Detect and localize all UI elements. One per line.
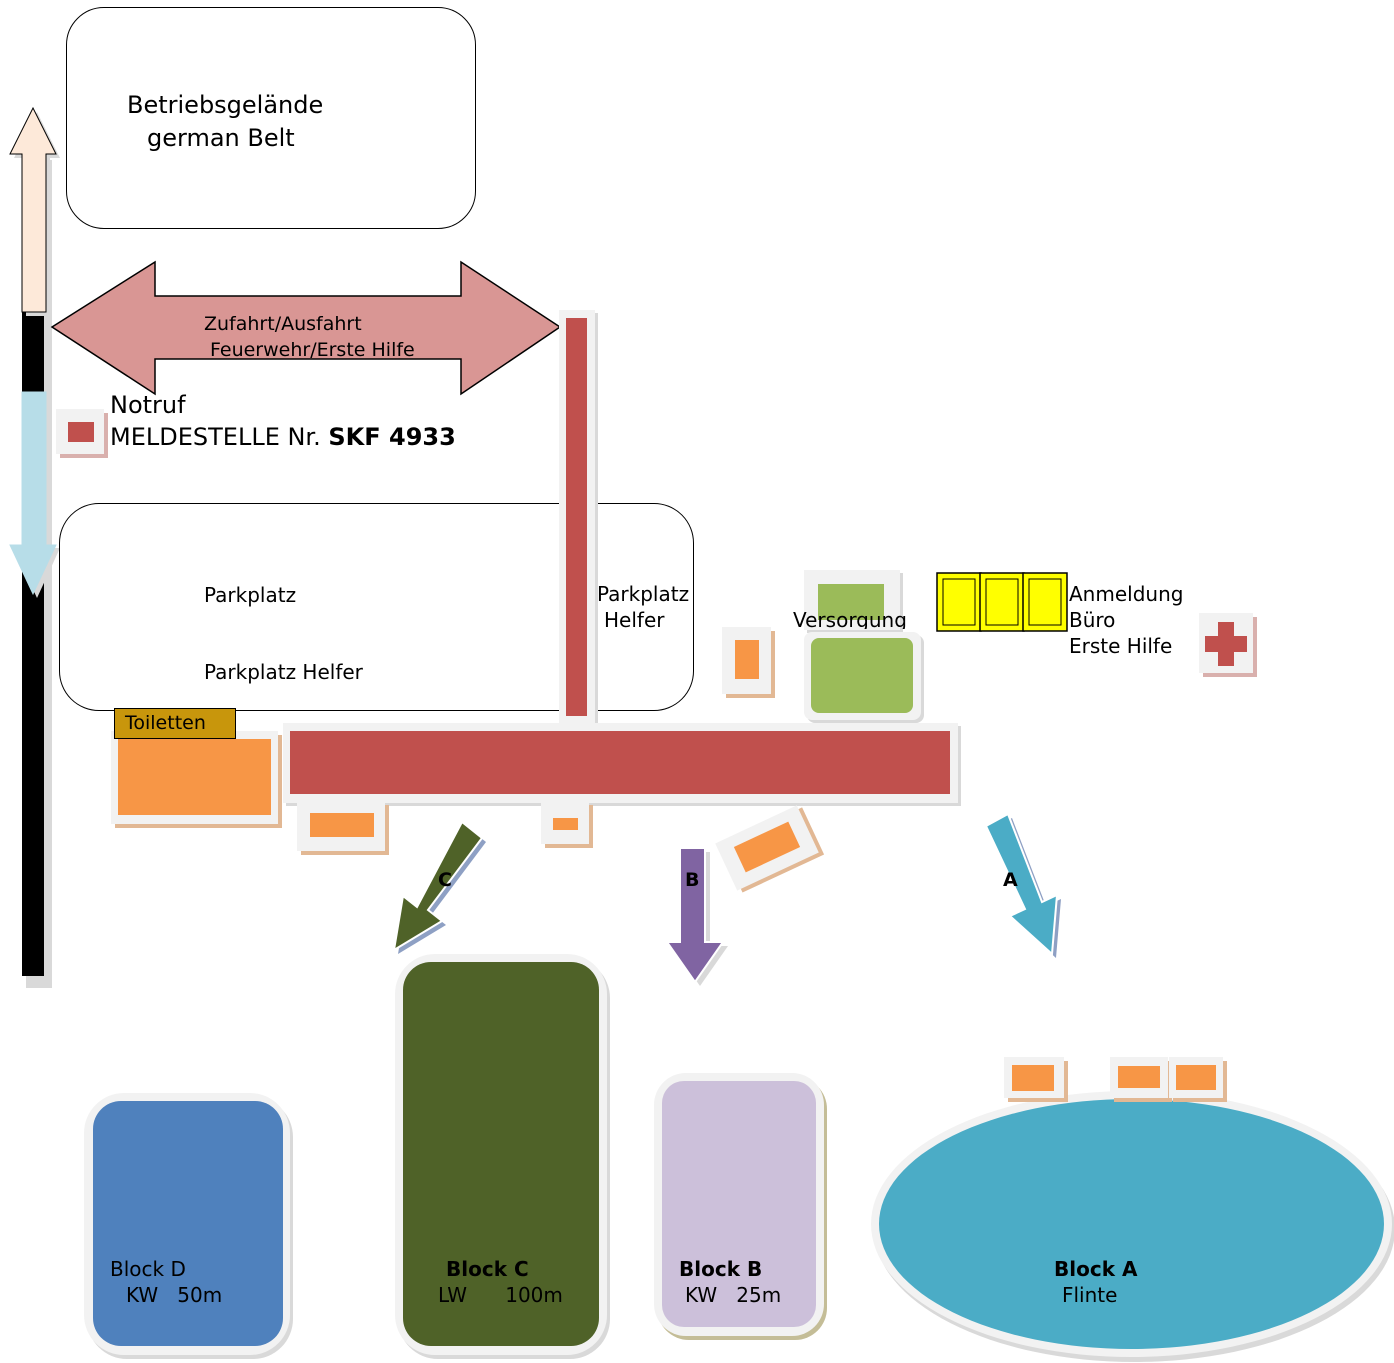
- block-b: [662, 1081, 816, 1327]
- registration-booth-1: [936, 572, 982, 632]
- site-title-line1: Betriebsgelände: [127, 91, 324, 119]
- supply-main: [811, 638, 913, 713]
- toilet-label: Toiletten: [114, 708, 236, 739]
- parking-helper-side-line2: Helfer: [604, 608, 665, 632]
- access-road-vertical: [566, 318, 587, 716]
- site-building-outline: [66, 7, 476, 229]
- emergency-label-prefix: MELDESTELLE Nr.: [110, 423, 329, 451]
- block-c-name: Block C: [446, 1257, 529, 1281]
- registration-label-line2: Büro: [1069, 608, 1116, 632]
- supply-small: [818, 584, 884, 620]
- block-d-detail: KW 50m: [126, 1283, 223, 1307]
- block-b-detail: KW 25m: [685, 1283, 782, 1307]
- access-label-line1: Zufahrt/Ausfahrt: [204, 313, 362, 335]
- block-a-hut-2: [1118, 1066, 1160, 1088]
- arrow-b-icon: [665, 847, 728, 986]
- access-label-line2: Feuerwehr/Erste Hilfe: [210, 339, 415, 361]
- parking-helper-side-line1: Parkplatz: [597, 582, 690, 606]
- block-a-hut-1: [1012, 1065, 1054, 1091]
- main-road: [290, 731, 950, 794]
- toilet-building: [118, 739, 271, 815]
- down-arrow-icon: [9, 391, 60, 598]
- site-title-line2: german Belt: [147, 124, 295, 152]
- emergency-label-line1: Notruf: [110, 391, 186, 419]
- block-a-hut-3: [1176, 1065, 1216, 1090]
- arrow-c-label: C: [438, 869, 452, 891]
- registration-booth-3: [1022, 572, 1068, 632]
- emergency-marker-icon: [68, 422, 94, 442]
- block-d-name: Block D: [110, 1257, 186, 1281]
- emergency-code: SKF 4933: [328, 423, 456, 451]
- arrow-b-label: B: [685, 869, 700, 891]
- block-a-detail: Flinte: [1062, 1283, 1118, 1307]
- hut-2: [553, 818, 578, 830]
- hut-4: [735, 640, 759, 679]
- registration-label-line3: Erste Hilfe: [1069, 634, 1173, 658]
- block-d: [93, 1101, 283, 1346]
- up-arrow-icon: [9, 106, 60, 316]
- block-b-name: Block B: [679, 1257, 763, 1281]
- registration-booth-2: [979, 572, 1025, 632]
- arrow-c-icon: [392, 820, 486, 954]
- emergency-label-line2: MELDESTELLE Nr. SKF 4933: [110, 422, 456, 452]
- block-c: [403, 962, 599, 1346]
- arrow-a-label: A: [1003, 869, 1018, 891]
- supply-label: Versorgung: [793, 608, 907, 629]
- block-a-name: Block A: [1054, 1257, 1138, 1281]
- arrow-a-icon: [984, 812, 1061, 958]
- registration-label-line1: Anmeldung: [1069, 582, 1184, 606]
- hut-1: [310, 813, 374, 837]
- block-c-detail: LW 100m: [438, 1283, 563, 1307]
- parking-helper-label: Parkplatz Helfer: [204, 660, 363, 684]
- block-a: [879, 1099, 1384, 1349]
- parking-label: Parkplatz: [204, 583, 297, 607]
